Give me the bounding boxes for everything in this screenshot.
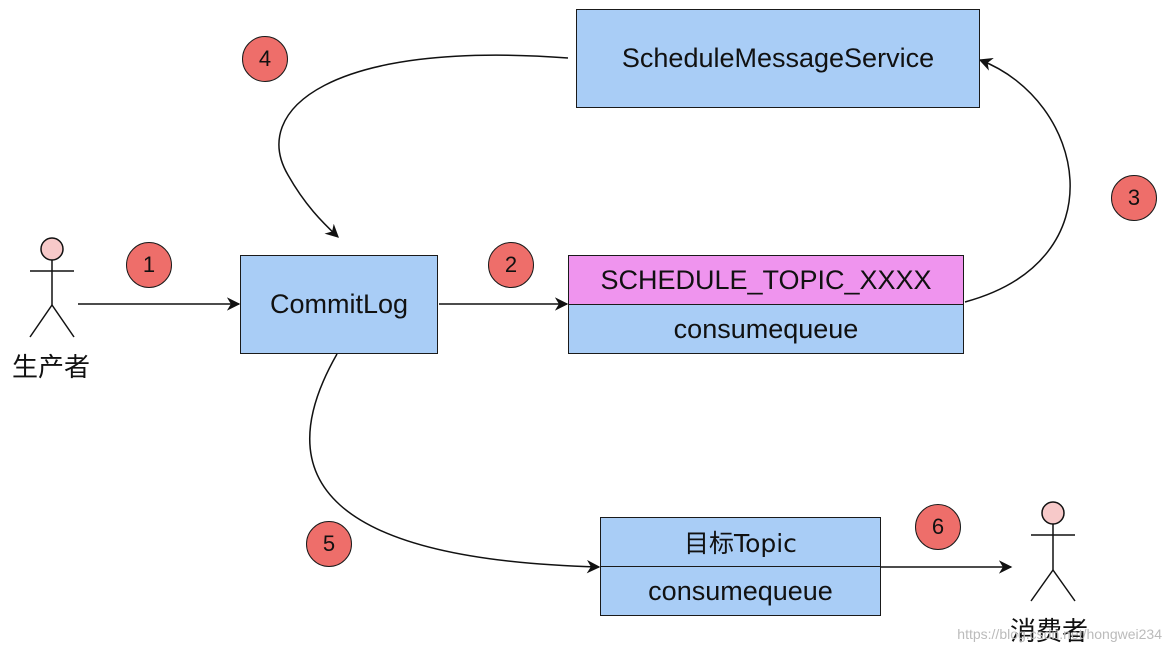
schedule-topic-label: SCHEDULE_TOPIC_XXXX <box>600 264 932 295</box>
target-topic-label: 目标Topic <box>684 529 797 558</box>
consumer-actor-icon <box>1030 501 1076 602</box>
consumer-label: 消费者 <box>1010 617 1089 647</box>
schedule-message-service-box: ScheduleMessageService <box>576 9 980 108</box>
commitlog-label: CommitLog <box>269 289 409 319</box>
schedule-consumequeue-label: consumequeue <box>673 313 859 344</box>
step-badge-2: 2 <box>488 242 534 288</box>
producer-actor-icon <box>29 237 75 338</box>
watermark: https://blog.csdn.net/hongwei234 <box>957 626 1162 642</box>
step-badge-1: 1 <box>126 242 172 288</box>
schedule-message-service-label: ScheduleMessageService <box>621 43 935 73</box>
edge-schedule-service-to-commitlog <box>278 54 569 238</box>
step-badge-5: 5 <box>306 521 352 567</box>
step-badge-6: 6 <box>915 504 961 550</box>
step-badge-4: 4 <box>242 36 288 82</box>
target-topic-box: 目标Topic <box>600 517 881 567</box>
producer-label: 生产者 <box>12 353 91 383</box>
edge-commitlog-to-target-topic <box>309 353 601 574</box>
step-badge-3: 3 <box>1111 175 1157 221</box>
target-consumequeue-label: consumequeue <box>648 575 833 606</box>
edge-consumequeue-to-schedule-service <box>964 58 1071 303</box>
target-consumequeue-box: consumequeue <box>600 567 881 616</box>
commitlog-box: CommitLog <box>240 255 438 354</box>
schedule-topic-box: SCHEDULE_TOPIC_XXXX <box>568 255 964 305</box>
schedule-consumequeue-box: consumequeue <box>568 305 964 354</box>
